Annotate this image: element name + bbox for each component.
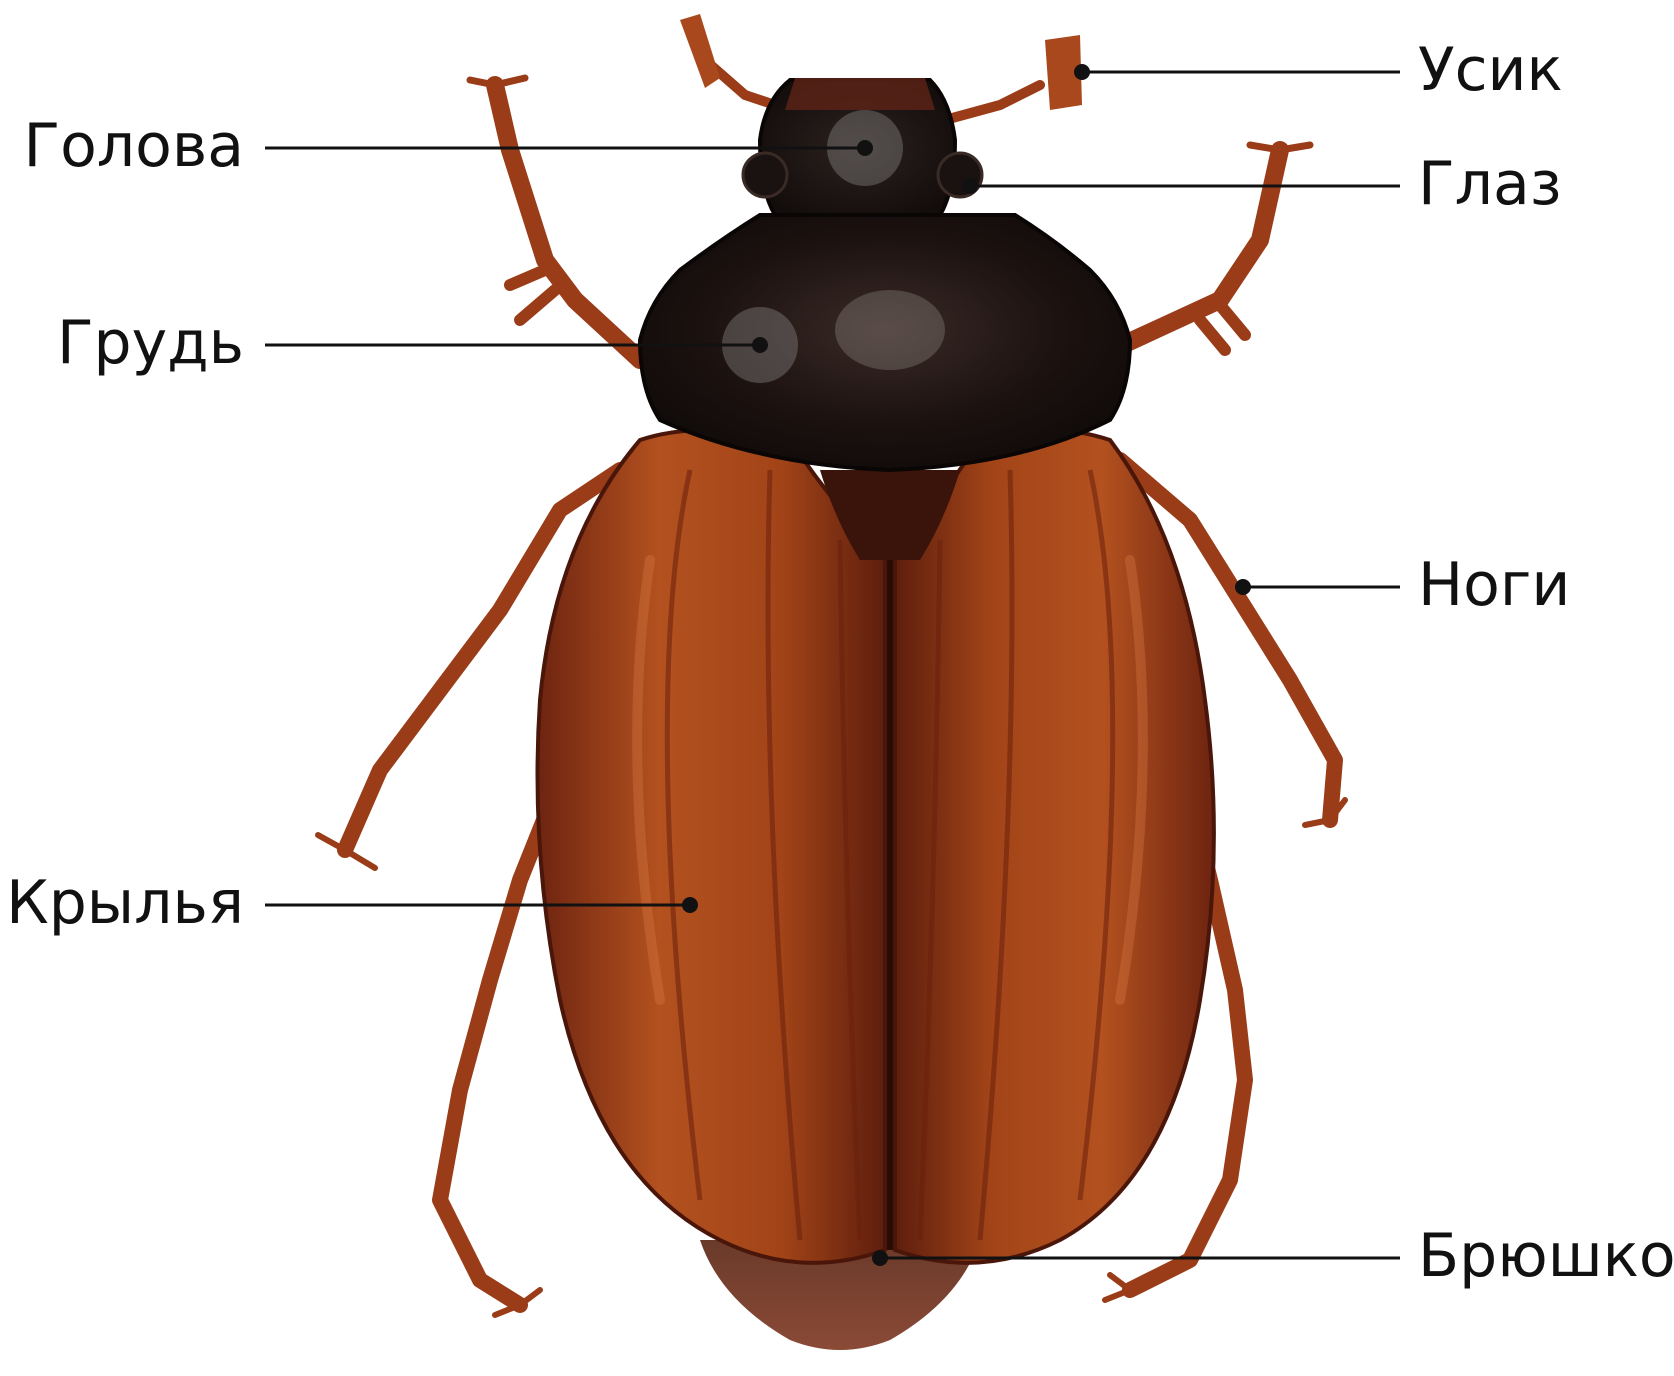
legs-label: Ноги xyxy=(1418,555,1570,615)
left-eye xyxy=(743,153,787,197)
pronotum-sheen xyxy=(835,290,945,370)
thorax-marker xyxy=(752,337,768,353)
left-antenna-club xyxy=(680,14,720,88)
left-elytron xyxy=(538,430,886,1263)
eye-label: Глаз xyxy=(1418,154,1562,214)
wings-label: Крылья xyxy=(6,873,244,933)
legs-marker xyxy=(1235,579,1251,595)
right-elytron xyxy=(895,430,1214,1263)
eye-marker xyxy=(962,178,978,194)
head-label: Голова xyxy=(24,116,245,176)
abdomen-label: Брюшко xyxy=(1418,1226,1674,1286)
clypeus xyxy=(785,78,935,110)
antenna-marker xyxy=(1074,64,1090,80)
abdomen-marker xyxy=(872,1250,888,1266)
wings-marker xyxy=(682,897,698,913)
elytra-group xyxy=(538,430,1214,1263)
antenna-label: Усик xyxy=(1418,40,1563,100)
thorax-label: Грудь xyxy=(57,313,244,373)
right-antenna-stalk xyxy=(945,85,1040,120)
head-marker xyxy=(857,140,873,156)
